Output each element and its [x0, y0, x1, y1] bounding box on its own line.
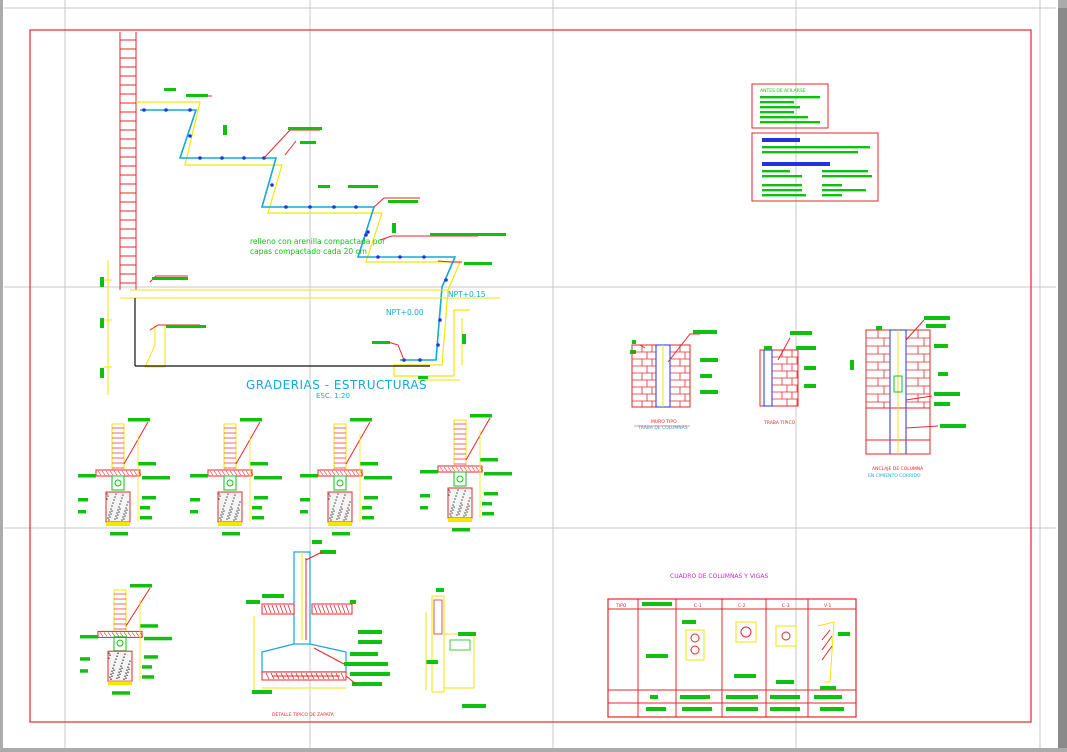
notes-box-1-lines [760, 96, 820, 124]
notes-highlight-2 [762, 162, 830, 166]
wall-detail-2-caption: TRABA TIPICO [763, 420, 796, 426]
column-table: CUADRO DE COLUMNAS Y VIGAS TIPO C-1 C-2 … [607, 573, 857, 718]
notes-box-2 [751, 132, 879, 202]
graderias-scale: ESC. 1:20 [316, 392, 350, 400]
brick-courses [632, 330, 930, 408]
drawing-frame [29, 29, 1032, 723]
wall-detail-1-caption: MURO TIPO [651, 419, 677, 425]
table-header-c3: C-3 [782, 603, 790, 609]
wall-detail-3-caption: ANCLAJE DE COLUMNA [872, 466, 924, 472]
zapata-detail: DETALLE TIPICO DE ZAPATA [246, 540, 390, 718]
masonry-details: MURO TIPO TRABA DE COLUMNAS TRABA TIPICO [630, 316, 966, 479]
notes-highlight-1 [762, 138, 800, 142]
ladder-rungs [120, 39, 136, 284]
fill-note-line-1: relleno con arenilla compactada por [250, 237, 386, 246]
brick-panel-1 [631, 344, 691, 408]
ground-lines [120, 289, 500, 368]
table-header-tipo: TIPO [615, 603, 627, 609]
footing-details [78, 414, 512, 695]
table-border [607, 598, 857, 718]
npt-base-label: NPT+0.00 [386, 308, 424, 317]
graderias-title: GRADERIAS - ESTRUCTURAS [246, 378, 427, 392]
wall-detail-1-subcaption: TRABA DE COLUMNAS [637, 425, 688, 431]
column-table-title: CUADRO DE COLUMNAS Y VIGAS [670, 573, 768, 580]
notes-box-heading: ANTES DE AFILARSE [760, 88, 806, 94]
table-header-c1: C-1 [694, 603, 702, 609]
table-header-v1: V-1 [824, 603, 831, 609]
viewport-grid [4, 0, 1056, 748]
notes-box-2-lines [762, 146, 872, 197]
npt-top-label: NPT+0.15 [448, 290, 486, 299]
foundation-black [134, 298, 430, 367]
zapata-caption: DETALLE TIPICO DE ZAPATA [272, 712, 335, 718]
fill-note-line-2: capas compactado cada 20 cm [250, 247, 367, 256]
page-shadow [1058, 8, 1067, 748]
general-notes: ANTES DE AFILARSE [751, 83, 879, 202]
notes-box-1 [751, 83, 829, 129]
graderias-section: relleno con arenilla compactada por capa… [100, 32, 506, 400]
small-column-detail [425, 588, 486, 708]
dimension-tags [100, 88, 506, 379]
table-header-c2: C-2 [738, 603, 746, 609]
wall-detail-3-subcaption: EN CIMIENTO CORRIDO [868, 473, 921, 479]
